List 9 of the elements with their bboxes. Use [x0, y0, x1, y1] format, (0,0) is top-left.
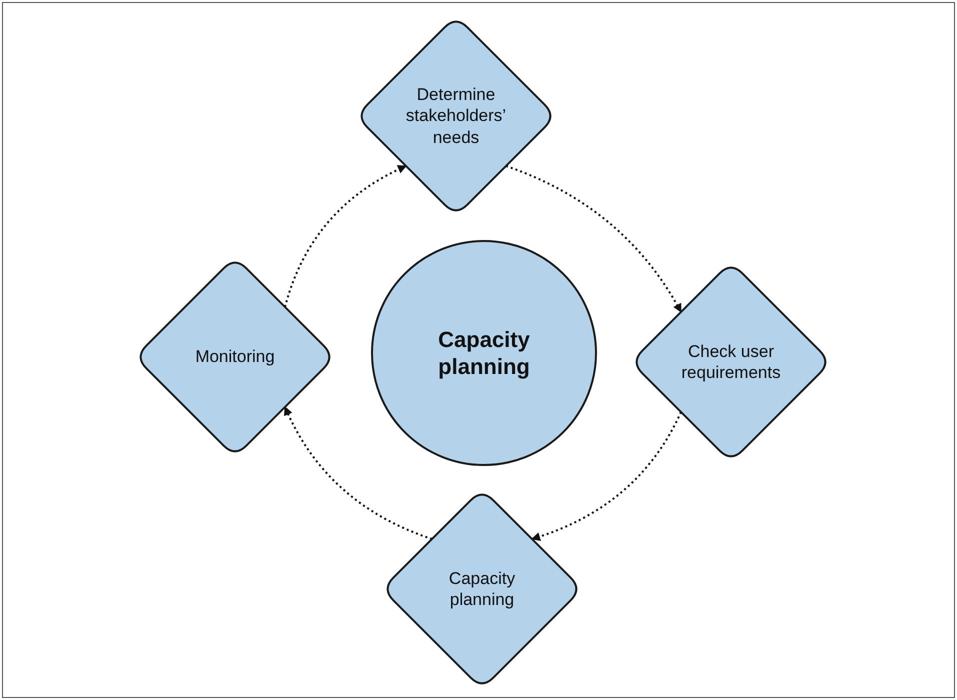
- dotted-arrow: [284, 165, 407, 308]
- step-label: Monitoring: [195, 346, 275, 368]
- center-title: Capacity planning: [437, 326, 531, 380]
- step-label: Check user requirements: [680, 340, 782, 384]
- dotted-arrow: [284, 406, 432, 540]
- step-label: Capacity planning: [448, 568, 516, 610]
- dotted-arrow: [531, 412, 682, 541]
- dotted-arrow: [506, 165, 682, 313]
- step-label: Determine stakeholders’ needs: [404, 84, 508, 148]
